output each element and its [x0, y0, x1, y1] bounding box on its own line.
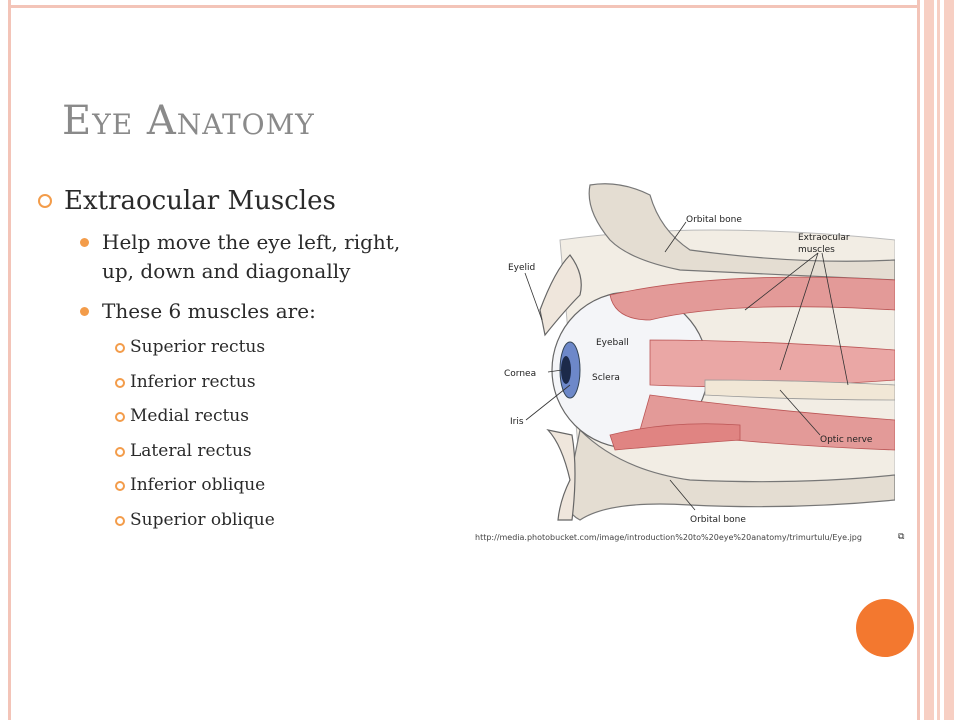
- label-orbital-bone-top: Orbital bone: [686, 215, 742, 225]
- label-extraocular: Extraocular: [798, 233, 850, 243]
- muscle-text: Lateral rectus: [130, 440, 252, 461]
- eye-anatomy-illustration: Orbital bone Extraocular muscles Eyelid …: [504, 183, 895, 525]
- frame-top-border: [8, 5, 920, 8]
- muscle-text: Superior oblique: [130, 509, 275, 530]
- decorative-orange-circle: [856, 599, 914, 657]
- sub-bullet: These 6 muscles are:: [38, 297, 498, 326]
- ring-bullet-icon: [115, 446, 125, 457]
- title-rest-eye: ye: [92, 98, 134, 144]
- pointer-line: [664, 221, 687, 253]
- optic-nerve: [704, 379, 895, 401]
- label-eyeball: Eyeball: [596, 338, 629, 348]
- sub-bullet-text: These 6 muscles are:: [102, 299, 316, 323]
- muscle-item: Inferior oblique: [38, 468, 498, 503]
- muscle-text: Inferior oblique: [130, 475, 266, 495]
- bullet-list: Extraocular Muscles Help move the eye le…: [38, 180, 498, 537]
- sub-bullet-text: Help move the eye left, right,: [102, 230, 401, 254]
- muscle-item: Superior rectus: [38, 330, 498, 365]
- pointer-line: [547, 369, 563, 373]
- inferior-oblique-muscle: [609, 423, 741, 451]
- pointer-line: [669, 479, 696, 511]
- muscle-list: Superior rectus Inferior rectus Medial r…: [38, 330, 498, 537]
- decorative-stripe: [924, 0, 934, 720]
- eyelid-lower: [546, 429, 576, 521]
- label-optic-nerve: Optic nerve: [820, 435, 873, 445]
- slide-title: Eye Anatomy: [62, 98, 315, 144]
- superior-rectus-muscle: [609, 276, 895, 321]
- label-muscles: muscles: [798, 245, 835, 255]
- muscle-text: Medial rectus: [130, 406, 249, 426]
- heading-text: Extraocular Muscles: [64, 186, 336, 216]
- title-initial-e: E: [62, 98, 93, 144]
- muscle-item: Medial rectus: [38, 399, 498, 434]
- label-sclera: Sclera: [592, 373, 620, 383]
- dot-bullet-icon: [80, 238, 89, 247]
- pointer-line: [779, 252, 819, 371]
- notes-icon: ⧉: [898, 532, 905, 542]
- sub-bullet: Help move the eye left, right, up, down …: [38, 228, 498, 286]
- image-source-caption: http://media.photobucket.com/image/intro…: [475, 533, 862, 542]
- eyelid-upper: [539, 254, 582, 337]
- muscle-item: Lateral rectus: [38, 434, 498, 469]
- decorative-stripe: [944, 0, 954, 720]
- ring-bullet-icon: [38, 194, 52, 208]
- pointer-line: [744, 252, 819, 311]
- ring-bullet-icon: [115, 343, 125, 353]
- ring-bullet-icon: [115, 377, 125, 388]
- orbital-bone-top: [588, 183, 895, 281]
- pointer-line: [779, 389, 821, 436]
- label-cornea: Cornea: [504, 369, 536, 379]
- ring-bullet-icon: [115, 481, 125, 491]
- label-orbital-bone-bottom: Orbital bone: [690, 515, 746, 525]
- ring-bullet-icon: [115, 412, 125, 422]
- label-iris: Iris: [510, 417, 524, 427]
- muscle-text: Inferior rectus: [130, 371, 256, 392]
- sub-bullet-text: up, down and diagonally: [102, 259, 351, 283]
- muscle-item: Superior oblique: [38, 503, 498, 538]
- muscle-item: Inferior rectus: [38, 365, 498, 400]
- pupil: [561, 356, 571, 384]
- dot-bullet-icon: [80, 307, 89, 316]
- muscle-text: Superior rectus: [130, 337, 266, 357]
- label-eyelid: Eyelid: [508, 263, 535, 273]
- pointer-line: [525, 384, 571, 421]
- bullet-heading: Extraocular Muscles: [38, 180, 498, 222]
- title-rest-anatomy: natomy: [176, 98, 315, 144]
- frame-left-border: [8, 0, 11, 720]
- pointer-line: [821, 252, 849, 386]
- ring-bullet-icon: [115, 515, 125, 526]
- title-initial-a: A: [146, 98, 177, 144]
- frame-right-border: [917, 0, 920, 720]
- decorative-stripe: [937, 0, 940, 720]
- pointer-line: [524, 272, 543, 321]
- orbital-bone-bottom: [566, 428, 895, 521]
